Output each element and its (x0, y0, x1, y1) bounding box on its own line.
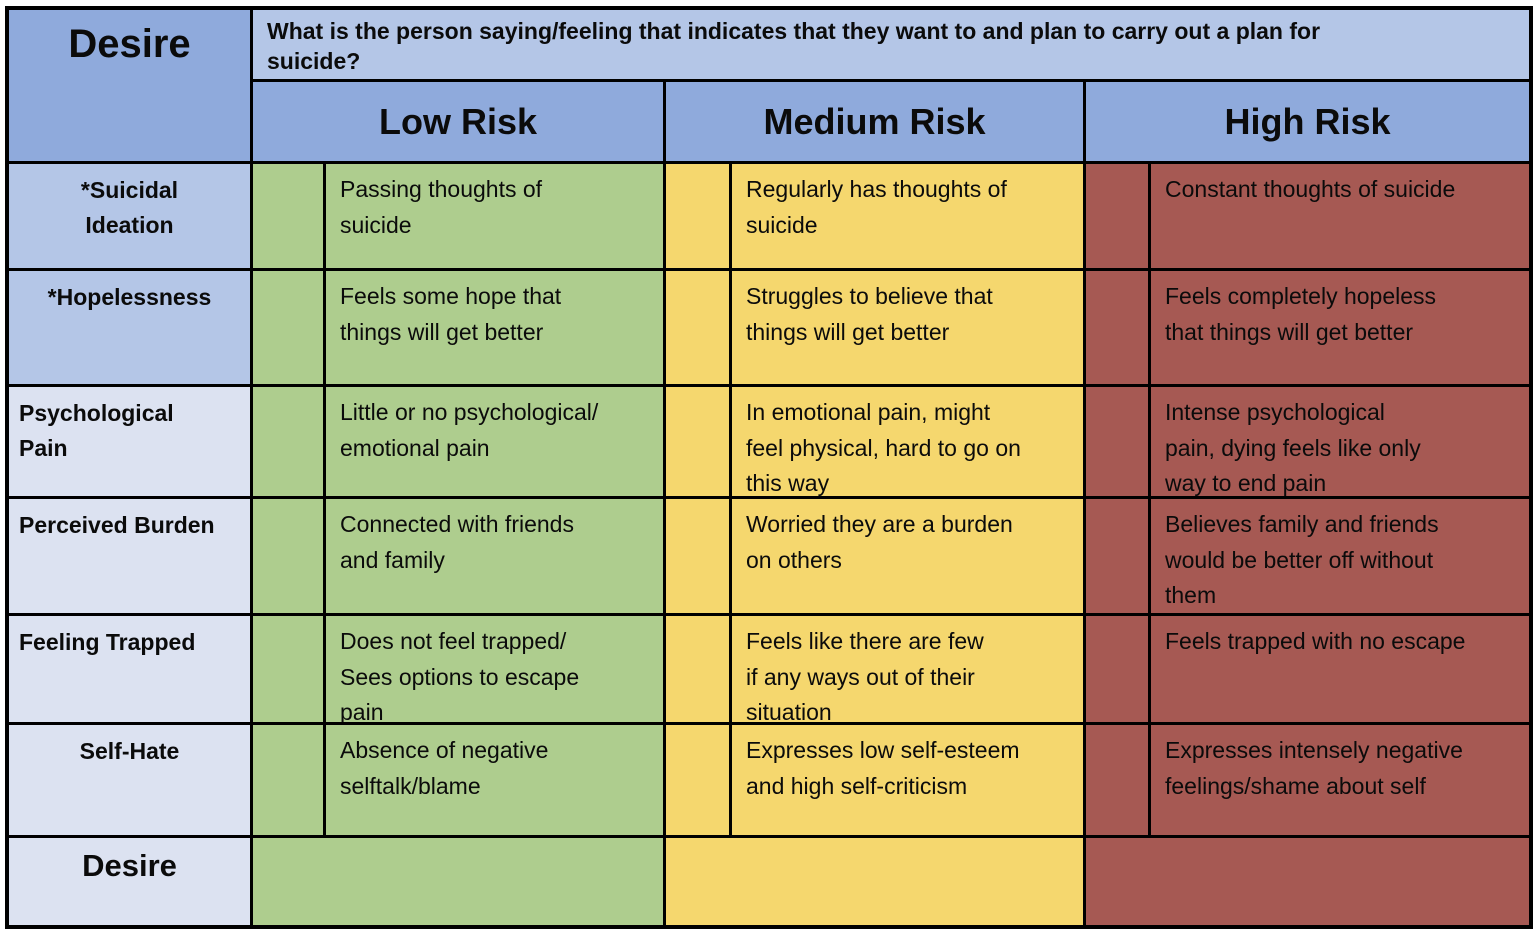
medium-risk-strip (666, 387, 729, 496)
medium-risk-cell: Regularly has thoughts of suicide (732, 164, 1083, 268)
low-risk-strip (253, 164, 323, 268)
low-risk-cell: Does not feel trapped/ Sees options to e… (326, 616, 663, 722)
high-risk-strip (1086, 725, 1148, 835)
footer-low-risk-cell (253, 838, 663, 925)
row-header-suicidal-ideation: *Suicidal Ideation (9, 164, 250, 268)
low-risk-strip (253, 616, 323, 722)
medium-risk-cell: Feels like there are few if any ways out… (732, 616, 1083, 722)
high-risk-cell: Feels trapped with no escape (1151, 616, 1529, 722)
high-risk-cell: Expresses intensely negative feelings/sh… (1151, 725, 1529, 835)
row-header-self-hate: Self-Hate (9, 725, 250, 835)
low-risk-strip (253, 499, 323, 613)
high-risk-strip (1086, 164, 1148, 268)
medium-risk-strip (666, 271, 729, 384)
medium-risk-cell: Struggles to believe that things will ge… (732, 271, 1083, 384)
medium-risk-cell: Expresses low self-esteem and high self-… (732, 725, 1083, 835)
low-risk-cell: Feels some hope that things will get bet… (326, 271, 663, 384)
high-risk-cell: Feels completely hopeless that things wi… (1151, 271, 1529, 384)
high-risk-cell: Believes family and friends would be bet… (1151, 499, 1529, 613)
low-risk-cell: Passing thoughts of suicide (326, 164, 663, 268)
footer-medium-risk-cell (666, 838, 1083, 925)
medium-risk-strip (666, 616, 729, 722)
high-risk-strip (1086, 499, 1148, 613)
low-risk-cell: Absence of negative selftalk/blame (326, 725, 663, 835)
low-risk-strip (253, 271, 323, 384)
column-header-low-risk: Low Risk (253, 82, 663, 161)
low-risk-strip (253, 387, 323, 496)
high-risk-strip (1086, 271, 1148, 384)
high-risk-strip (1086, 387, 1148, 496)
footer-high-risk-cell (1086, 838, 1529, 925)
medium-risk-strip (666, 725, 729, 835)
category-title: Desire (9, 10, 250, 161)
high-risk-cell: Constant thoughts of suicide (1151, 164, 1529, 268)
medium-risk-cell: In emotional pain, might feel physical, … (732, 387, 1083, 496)
high-risk-cell: Intense psychological pain, dying feels … (1151, 387, 1529, 496)
high-risk-strip (1086, 616, 1148, 722)
row-header-psychological-pain: Psychological Pain (9, 387, 250, 496)
low-risk-cell: Connected with friends and family (326, 499, 663, 613)
low-risk-cell: Little or no psychological/ emotional pa… (326, 387, 663, 496)
footer-category-label: Desire (9, 838, 250, 925)
column-header-high-risk: High Risk (1086, 82, 1529, 161)
row-header-feeling-trapped: Feeling Trapped (9, 616, 250, 722)
column-header-medium-risk: Medium Risk (666, 82, 1083, 161)
medium-risk-strip (666, 499, 729, 613)
row-header-perceived-burden: Perceived Burden (9, 499, 250, 613)
medium-risk-cell: Worried they are a burden on others (732, 499, 1083, 613)
question-text: What is the person saying/feeling that i… (253, 10, 1529, 79)
row-header-hopelessness: *Hopelessness (9, 271, 250, 384)
low-risk-strip (253, 725, 323, 835)
medium-risk-strip (666, 164, 729, 268)
risk-assessment-table: Desire What is the person saying/feeling… (5, 6, 1533, 929)
